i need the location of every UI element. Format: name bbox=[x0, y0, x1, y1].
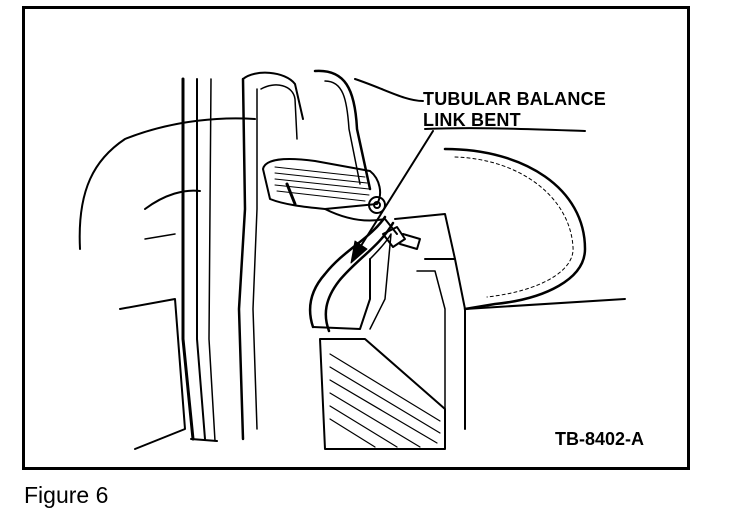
seat-cushion-outline bbox=[443, 147, 587, 311]
tubular-balance-link-inner bbox=[324, 221, 395, 333]
left-seat-lower-panel bbox=[119, 298, 186, 450]
part-number: TB-8402-A bbox=[555, 429, 645, 449]
right-panel-back bbox=[354, 78, 424, 102]
ribbed-support-ribs bbox=[329, 353, 441, 448]
callout-label-line-2: LINK BENT bbox=[423, 110, 521, 130]
callout-leader-line bbox=[358, 130, 434, 250]
right-panel-inner bbox=[324, 80, 361, 185]
left-pillar-mid bbox=[196, 78, 206, 440]
cross-member-top bbox=[394, 213, 456, 260]
callout-label: TUBULAR BALANCE LINK BENT bbox=[423, 89, 606, 131]
figure-frame: TUBULAR BALANCE LINK BENT TB-8402-A bbox=[22, 6, 690, 470]
seat-back-panel-left-inner bbox=[252, 88, 258, 430]
seat-back-top-curve bbox=[242, 71, 304, 120]
seat-back-panel-left bbox=[237, 77, 247, 441]
callout-label-line-1: TUBULAR BALANCE bbox=[423, 89, 606, 109]
left-pillar-outer bbox=[181, 77, 195, 441]
left-seat-recess bbox=[144, 233, 176, 240]
seat-back-contour bbox=[260, 84, 298, 140]
link-lower-bracket bbox=[312, 258, 371, 330]
seat-cushion-seam bbox=[454, 156, 574, 298]
cross-member-inner bbox=[416, 270, 446, 430]
figure-caption: Figure 6 bbox=[24, 482, 109, 508]
callout-arrowhead bbox=[350, 240, 368, 264]
latch-body bbox=[262, 158, 382, 210]
ribbed-support-outline bbox=[319, 338, 446, 450]
pivot-bolt bbox=[368, 196, 386, 214]
link-side-plate bbox=[369, 233, 392, 330]
cross-member-right bbox=[424, 258, 466, 430]
right-panel-edge bbox=[313, 69, 372, 191]
tubular-balance-link-outer bbox=[308, 215, 387, 329]
seat-cushion-top bbox=[424, 127, 586, 132]
fastener bbox=[382, 226, 406, 248]
latch-hatch bbox=[274, 166, 370, 202]
pivot-bracket bbox=[324, 208, 398, 235]
fastener-bolt bbox=[399, 233, 421, 250]
floor-line bbox=[464, 298, 626, 310]
left-seat-inner-edge bbox=[144, 189, 201, 210]
left-pillar-inner bbox=[208, 78, 216, 442]
latch-rod bbox=[285, 182, 297, 206]
pivot-bolt-center bbox=[373, 201, 381, 209]
left-pillar-foot bbox=[190, 438, 218, 442]
technical-illustration bbox=[78, 69, 626, 450]
left-seat-shell bbox=[78, 117, 256, 250]
